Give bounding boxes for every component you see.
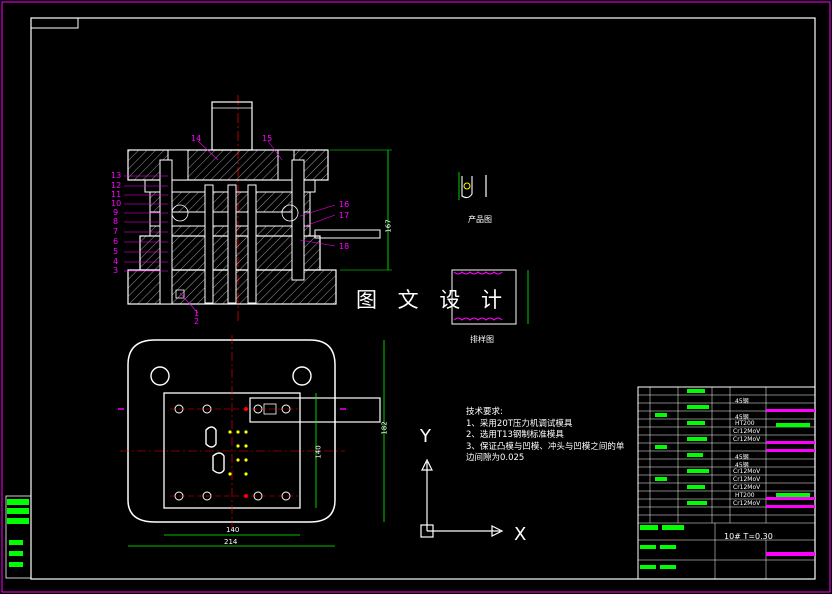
- product-view: [458, 172, 487, 200]
- product-view-label: 产品图: [468, 215, 492, 224]
- axis-y-label: Y: [420, 426, 431, 447]
- bom-material: Cr12MoV: [733, 500, 761, 507]
- part-number: 13: [111, 171, 122, 180]
- dimension-side-inner: 140: [314, 445, 323, 459]
- tech-req-item: 3、保证凸模与凹模、冲头与凹模之间的单: [466, 441, 625, 452]
- part-number: 7: [113, 227, 119, 236]
- part-number: 5: [113, 247, 119, 256]
- part-number: 15: [262, 134, 273, 143]
- bom-material: HT200: [735, 492, 755, 499]
- part-number: 1: [194, 309, 200, 318]
- part-number: 8: [113, 217, 119, 226]
- part-number: 9: [113, 208, 119, 217]
- bom-material: Cr12MoV: [733, 436, 761, 443]
- technical-requirements: 技术要求: 1、采用20T压力机调试模具 2、选用T13钢制标准模具 3、保证凸…: [466, 407, 624, 465]
- bom-material: Cr12MoV: [733, 484, 761, 491]
- top-tag: [30, 17, 79, 29]
- bom-material: Cr12MoV: [733, 428, 761, 435]
- left-strip: [5, 495, 32, 579]
- title-block: [637, 386, 816, 580]
- layout-view-label: 排样图: [470, 335, 494, 344]
- part-number: 18: [339, 242, 350, 251]
- title-block-material-thickness: 10# T=0.30: [724, 532, 773, 541]
- bom-material: Cr12MoV: [733, 468, 761, 475]
- bom-material: 45钢: [735, 462, 749, 469]
- part-number: 14: [191, 134, 202, 143]
- bom-material: 45钢: [735, 454, 749, 461]
- dimension-side: 182: [380, 421, 389, 435]
- part-number: 4: [113, 257, 119, 266]
- section-view: [124, 95, 392, 322]
- bom-material: HT200: [735, 420, 755, 427]
- part-number: 17: [339, 211, 350, 220]
- part-number: 12: [111, 181, 122, 190]
- part-number: 6: [113, 237, 119, 246]
- watermark: 图 文 设 计: [356, 288, 510, 312]
- tech-req-item: 1、采用20T压力机调试模具: [466, 418, 573, 429]
- dimension-bottom-inner: 140: [226, 526, 240, 534]
- part-number: 2: [194, 317, 200, 326]
- tech-req-item: 2、选用T13钢制标准模具: [466, 430, 564, 440]
- ucs-icon: [420, 458, 504, 538]
- dimension-section-height: 167: [384, 219, 393, 233]
- tech-req-item: 边间隙为0.025: [466, 453, 525, 463]
- tech-req-title: 技术要求:: [466, 407, 503, 417]
- part-number: 16: [339, 200, 350, 209]
- part-number: 11: [111, 190, 122, 199]
- part-number: 10: [111, 199, 122, 208]
- bom-material: 45钢: [735, 414, 749, 421]
- inner-border: [30, 17, 816, 580]
- bom-material: Cr12MoV: [733, 476, 761, 483]
- axis-x-label: X: [514, 524, 527, 545]
- plan-view: [118, 335, 385, 547]
- part-number: 3: [113, 266, 119, 275]
- dimension-bottom-outer: 214: [224, 538, 238, 546]
- strip-layout-view: [451, 269, 529, 325]
- bom-material: 45钢: [735, 398, 749, 405]
